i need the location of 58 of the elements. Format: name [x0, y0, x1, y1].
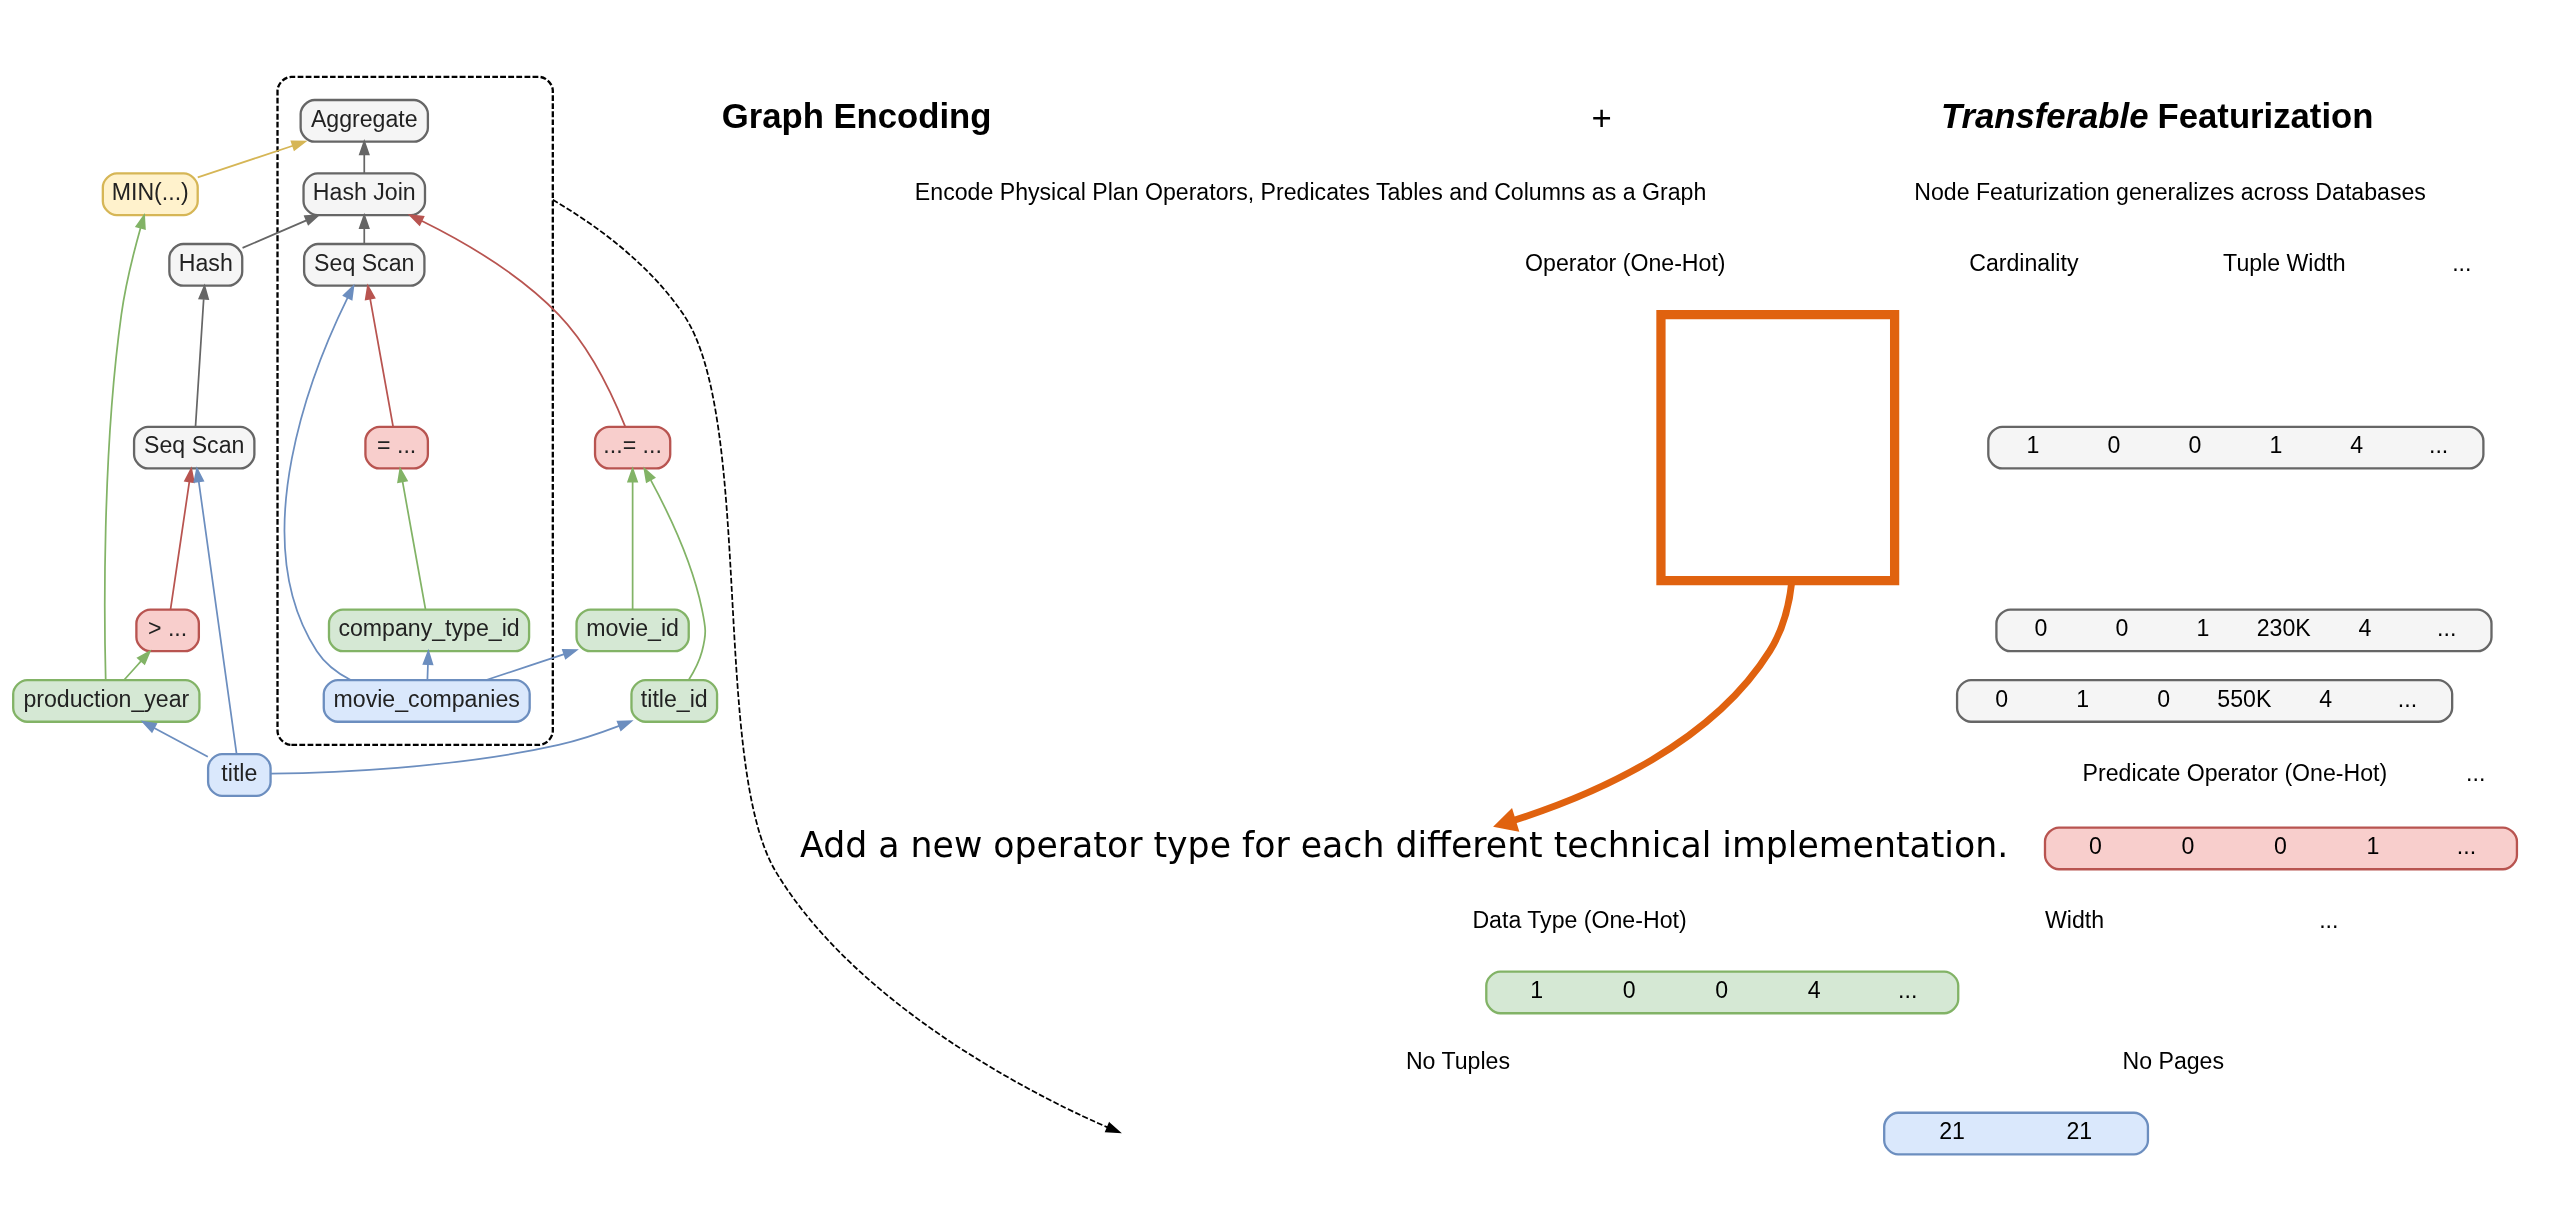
arrow — [626, 466, 639, 611]
label: ... — [2466, 759, 2486, 786]
arrow — [551, 198, 1122, 1134]
arrow — [407, 214, 627, 428]
node-box: title — [206, 753, 272, 797]
node-box: 0 0 0 1 ... — [2043, 826, 2519, 871]
arrow — [358, 139, 370, 175]
node-box: title_id — [630, 678, 719, 723]
label: Data Type (One-Hot) — [1472, 906, 1687, 933]
arrow — [358, 212, 370, 245]
node-box: production_year — [12, 678, 201, 723]
arrow — [196, 140, 308, 179]
label: Tuple Width — [2223, 249, 2346, 276]
node-box: 1 0 0 1 4 ... — [1987, 425, 2485, 470]
node-box: movie_id — [575, 608, 690, 653]
label: Width — [2044, 906, 2105, 933]
node-box: 1 0 0 4 ... — [1485, 970, 1960, 1015]
label: No Pages — [2122, 1047, 2225, 1074]
arrow — [123, 649, 152, 681]
arrow — [283, 283, 355, 681]
node-box: 21 21 — [1883, 1111, 2150, 1156]
label: + — [1591, 98, 1612, 137]
label: ... — [2452, 249, 2472, 276]
node-box: > ... — [135, 608, 200, 653]
label: Encode Physical Plan Operators, Predicates Tables and Columns as a Graph — [914, 179, 1707, 206]
arrow — [397, 466, 427, 611]
node-box: 0 1 0 550K 4 ... — [1955, 678, 2454, 723]
label: Predicate Operator (One-Hot) — [2082, 759, 2388, 786]
node-box: = ... — [364, 425, 430, 470]
label: No Tuples — [1405, 1047, 1511, 1074]
label: Node Featurization generalizes across Databases — [1914, 179, 2426, 206]
arrow — [643, 466, 707, 681]
label: Cardinality — [1969, 249, 2079, 276]
arrow — [241, 214, 321, 249]
node-box: MIN(...) — [101, 172, 199, 217]
node-box: Hash — [168, 242, 244, 287]
arrow — [364, 283, 394, 428]
node-box: Hash Join — [302, 172, 427, 217]
cluster — [276, 75, 554, 747]
node-box: movie_companies — [322, 678, 531, 723]
node-text: Add a new operator type for each different technical implementation. — [800, 825, 2009, 866]
node-box: Seq Scan — [132, 425, 256, 470]
node-box: ...= ... — [593, 425, 672, 470]
label: Graph Encoding — [721, 97, 992, 136]
node-box: company_type_id — [327, 608, 531, 653]
node-box: 0 0 1 230K 4 ... — [1995, 608, 2493, 653]
node-box: Seq Scan — [302, 242, 426, 287]
arrow — [194, 283, 210, 428]
label: Operator (One-Hot) — [1525, 249, 1726, 276]
arrow — [269, 720, 634, 775]
node-box — [1656, 309, 1900, 586]
arrow — [169, 466, 195, 611]
label: Transferable Featurization — [1940, 97, 2374, 136]
arrow — [193, 466, 238, 755]
label: ... — [2319, 906, 2339, 933]
node-box: Aggregate — [299, 98, 430, 143]
arrow — [140, 720, 209, 758]
arrow — [103, 212, 146, 681]
